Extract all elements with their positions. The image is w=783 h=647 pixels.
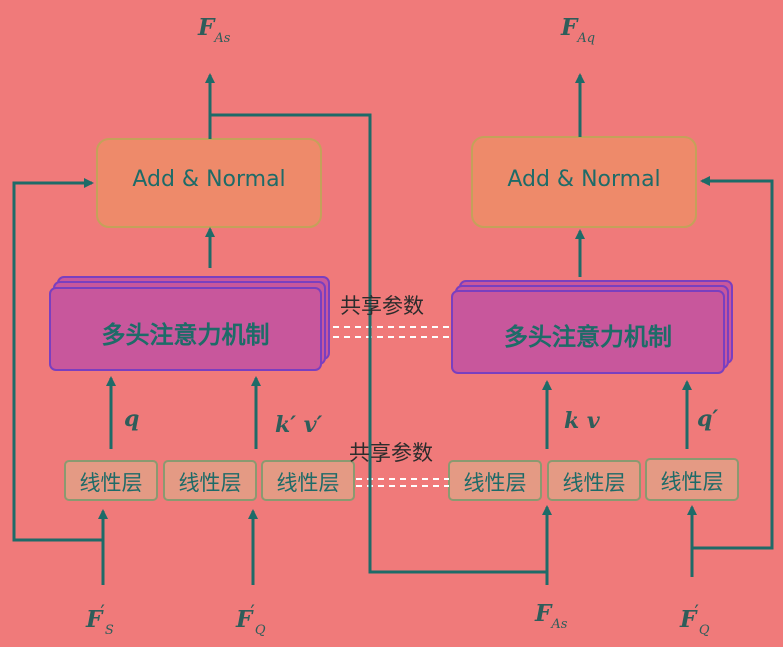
linear-box-3 (261, 460, 355, 501)
edge-label-q-prime: q′ (697, 406, 719, 432)
linear-label-3: 线性层 (276, 471, 340, 495)
attention-stack-left (49, 276, 330, 371)
add-normal-box-right (471, 136, 697, 228)
linear-box-6 (645, 458, 739, 501)
output-label-left: FAs (198, 14, 231, 46)
linear-label-4: 线性层 (463, 471, 527, 495)
linear-box-5 (547, 460, 641, 501)
input-label-fs-prime: F′S (86, 600, 114, 638)
edge-label-q: q (124, 406, 140, 432)
attention-stack-right (451, 280, 733, 374)
shared-params-label-bottom: 共享参数 (349, 441, 433, 465)
attention-label-left: 多头注意力机制 (101, 321, 270, 349)
linear-label-2: 线性层 (178, 471, 242, 495)
output-label-right: FAq (561, 14, 596, 46)
residual-left (12, 178, 103, 542)
linear-label-1: 线性层 (79, 471, 143, 495)
residual-right (692, 176, 774, 550)
linear-box-4 (448, 460, 542, 501)
cross-connection-fas (210, 113, 547, 574)
linear-box-2 (163, 460, 257, 501)
add-normal-label-right: Add & Normal (507, 167, 661, 192)
edge-label-kv: k v (564, 408, 600, 434)
input-label-fq-prime-right: F′Q (680, 600, 710, 638)
attention-label-right: 多头注意力机制 (504, 323, 672, 351)
shared-params-link-top (333, 326, 452, 338)
shared-params-label-top: 共享参数 (340, 294, 424, 318)
input-label-fq-prime-left: F′Q (236, 600, 266, 638)
input-label-fas: FAs (535, 600, 568, 632)
linear-label-5: 线性层 (562, 471, 626, 495)
linear-box-1 (64, 460, 158, 501)
linear-label-6: 线性层 (660, 470, 724, 494)
add-normal-label-left: Add & Normal (132, 167, 286, 192)
edge-label-kv-prime: k′ v′ (275, 412, 323, 438)
